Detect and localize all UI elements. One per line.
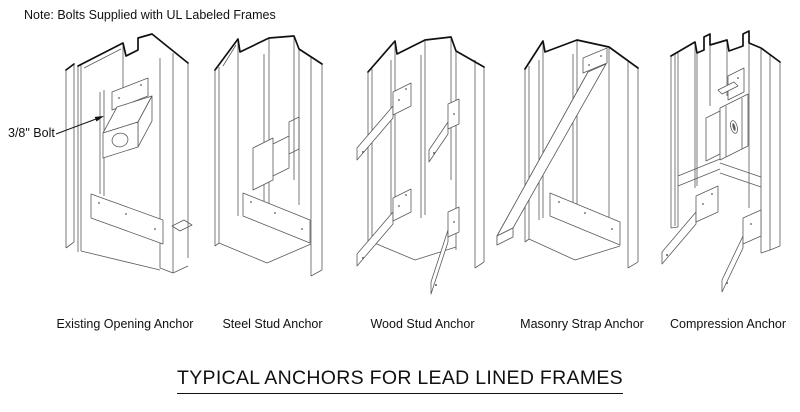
masonry-strap-anchor-drawing xyxy=(496,39,639,269)
frame-head-profile xyxy=(77,33,189,67)
bolt-leader-arrow xyxy=(55,116,104,135)
frame-head-profile xyxy=(214,35,323,71)
diagram-title: TYPICAL ANCHORS FOR LEAD LINED FRAMES xyxy=(177,367,623,394)
diagram-title-row: TYPICAL ANCHORS FOR LEAD LINED FRAMES xyxy=(0,367,800,394)
frame-lines xyxy=(65,43,193,274)
frame-lines xyxy=(367,38,485,269)
existing-opening-anchor-drawing xyxy=(55,33,193,274)
frame-lines xyxy=(214,37,323,277)
compression-straps xyxy=(661,185,762,293)
compression-clip-assembly xyxy=(705,67,749,162)
bolt-hole xyxy=(111,132,129,148)
frame-lines xyxy=(524,41,639,269)
anchor-label-masonry-strap: Masonry Strap Anchor xyxy=(520,317,644,331)
anchor-label-existing-opening: Existing Opening Anchor xyxy=(56,317,194,331)
anchor-label-compression: Compression Anchor xyxy=(669,317,787,331)
bolt-anchor-box xyxy=(102,77,153,159)
frame-lines xyxy=(670,41,781,254)
steel-stud-anchor-drawing xyxy=(214,35,323,277)
wood-stud-anchor-drawing xyxy=(356,36,485,295)
frame-head-profile xyxy=(367,36,485,73)
steel-stud-clip xyxy=(252,116,300,191)
masonry-strap xyxy=(496,47,608,246)
bolt-callout-label: 3/8" Bolt xyxy=(8,126,55,140)
frame-head-profile xyxy=(524,39,639,70)
bottom-spreader-plate xyxy=(549,192,621,246)
bottom-spreader-plate xyxy=(90,193,164,245)
note-text: Note: Bolts Supplied with UL Labeled Fra… xyxy=(24,8,276,22)
anchor-label-steel-stud: Steel Stud Anchor xyxy=(222,317,323,331)
frame-head-profile xyxy=(670,30,781,63)
wood-stud-straps xyxy=(356,82,460,295)
compression-anchor-drawing xyxy=(661,30,781,293)
bottom-spreader-plate xyxy=(242,192,311,244)
frame-top-edge xyxy=(65,63,75,71)
anchor-label-wood-stud: Wood Stud Anchor xyxy=(370,317,475,331)
compression-slot xyxy=(730,120,738,134)
